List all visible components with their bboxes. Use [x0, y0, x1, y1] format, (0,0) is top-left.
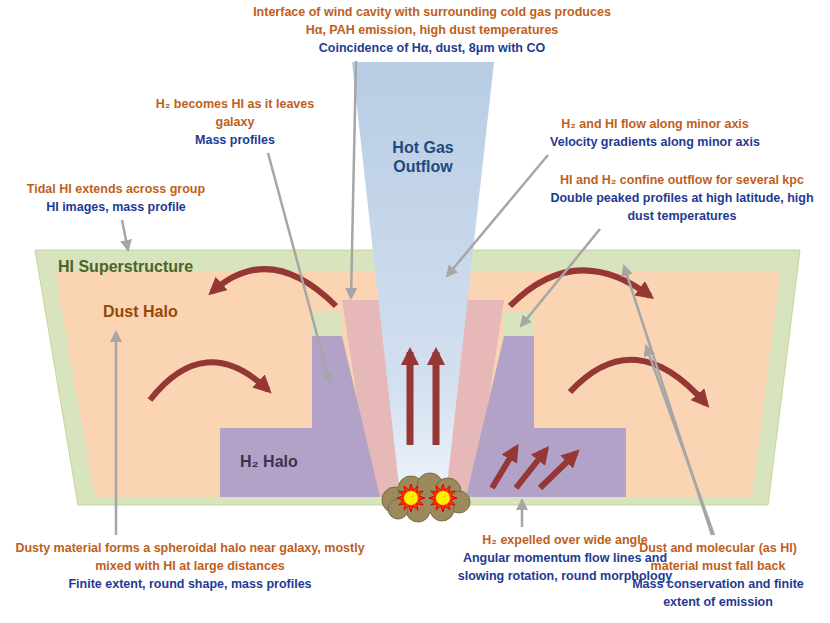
callout-heading: H₂ and HI flow along minor axis — [520, 115, 790, 133]
callout-heading: Tidal HI extends across group — [10, 180, 222, 198]
callout-group: HI and H₂ confine outflow for several kp… — [540, 171, 824, 225]
starburst — [397, 484, 457, 512]
flow-arrow — [570, 360, 706, 404]
callout-heading: HI and H₂ confine outflow for several kp… — [540, 171, 824, 189]
callout-evidence: Coincidence of Hα, dust, 8μm with CO — [245, 39, 620, 57]
leader-line — [646, 346, 714, 535]
flow-arrow — [150, 362, 268, 400]
callout-evidence: Double peaked profiles at high latitude,… — [540, 189, 824, 225]
callout-heading: Dust and molecular (as HI) material must… — [623, 539, 813, 575]
callout-heading: Dusty material forms a spheroidal halo n… — [15, 539, 365, 575]
leader-line — [351, 61, 356, 298]
callout-group: H₂ and HI flow along minor axisVelocity … — [520, 115, 790, 151]
galaxy-cloud — [382, 473, 470, 522]
callout-heading: Interface of wind cavity with surroundin… — [245, 3, 620, 39]
outflow-arrow — [407, 352, 414, 445]
callout-group: H₂ becomes HI as it leaves galaxyMass pr… — [155, 95, 315, 149]
leader-line — [447, 155, 548, 276]
expel-arrow — [492, 448, 516, 488]
callout-evidence: Mass conservation and finite extent of e… — [623, 575, 813, 611]
callout-group: Dusty material forms a spheroidal halo n… — [15, 539, 365, 593]
leader-lines — [116, 61, 714, 535]
expel-arrow — [540, 453, 576, 488]
flow-arrow — [510, 270, 650, 306]
region-label: HI Superstructure — [58, 257, 193, 276]
hot-gas-wedge: Hot Gas Outflow — [352, 62, 494, 495]
callout-group: Dust and molecular (as HI) material must… — [623, 539, 813, 611]
callout-evidence: Mass profiles — [155, 131, 315, 149]
callout-heading: H₂ becomes HI as it leaves galaxy — [155, 95, 315, 131]
leader-line — [521, 229, 600, 326]
callout-evidence: Finite extent, round shape, mass profile… — [15, 575, 365, 593]
expel-arrow — [516, 450, 546, 488]
callout-evidence: Velocity gradients along minor axis — [520, 133, 790, 151]
callout-group: Tidal HI extends across groupHI images, … — [10, 180, 222, 216]
leader-line — [115, 332, 118, 535]
callout-evidence: HI images, mass profile — [10, 198, 222, 216]
callout-group: H₂ expelled over wide angleAngular momen… — [445, 531, 685, 585]
leader-line — [268, 153, 330, 383]
outflow-arrow — [433, 352, 440, 445]
flow-arrow — [212, 269, 336, 306]
region-label: Hot Gas Outflow — [373, 138, 473, 176]
leader-line — [122, 220, 128, 250]
region-label: H₂ Halo — [240, 452, 298, 471]
leader-line — [521, 500, 524, 527]
region-label: Dust Halo — [103, 302, 178, 321]
region-shape — [352, 62, 494, 495]
callout-group: Interface of wind cavity with surroundin… — [245, 3, 620, 57]
